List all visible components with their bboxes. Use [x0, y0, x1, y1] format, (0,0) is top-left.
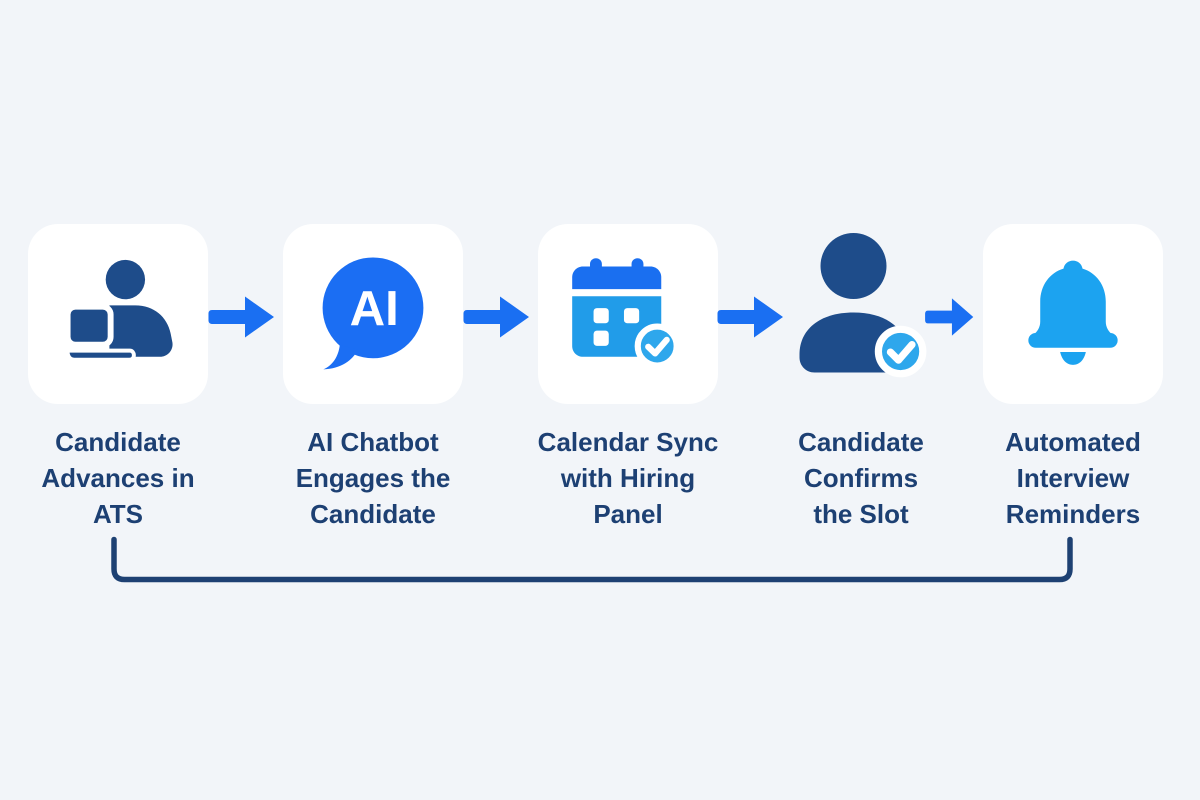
- flow-arrow-icon: [925, 298, 974, 336]
- step-label-candidate-confirms: Candidate Confirms the Slot: [798, 427, 924, 529]
- step-card-automated-reminders: [983, 224, 1163, 404]
- calendar-check-icon: [572, 258, 680, 369]
- step-label-automated-reminders: Automated Interview Reminders: [1005, 427, 1141, 529]
- step-card-calendar-sync: [538, 224, 718, 404]
- step-label-candidate-advances: Candidate Advances in ATS: [41, 427, 195, 529]
- step-card-ai-chatbot: AI: [283, 224, 463, 404]
- person-check-icon: [799, 233, 927, 378]
- step-card-candidate-advances: [28, 224, 208, 404]
- ai-bubble-text: AI: [350, 281, 399, 336]
- flow-arrow-icon: [463, 296, 529, 338]
- flow-arrow-icon: [208, 296, 274, 338]
- ai-chat-bubble-icon: AI: [322, 257, 424, 370]
- person-at-laptop-icon: [64, 259, 173, 362]
- step-label-ai-chatbot: AI Chatbot Engages the Candidate: [295, 427, 451, 529]
- step-label-calendar-sync: Calendar Sync with Hiring Panel: [537, 427, 719, 529]
- bell-icon: [1028, 260, 1118, 365]
- flow-arrow-icon: [717, 296, 783, 338]
